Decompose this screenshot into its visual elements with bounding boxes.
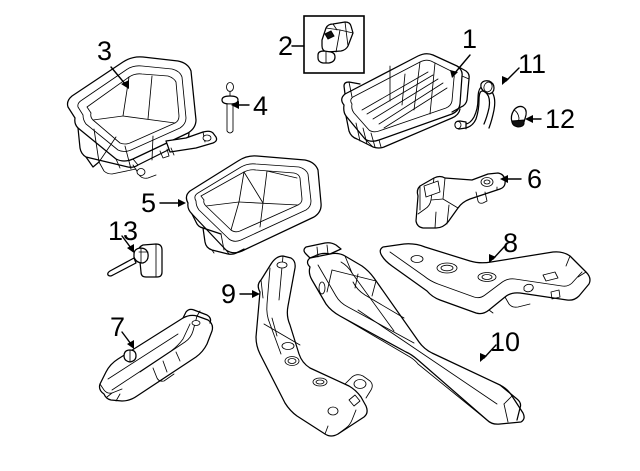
part-12-hose-grommet [510, 105, 527, 128]
part-label-1: 1 [462, 24, 478, 54]
part-label-2: 2 [278, 31, 294, 61]
part-5-vent-grille-cover [185, 155, 322, 255]
part-label-10: 10 [490, 327, 521, 357]
part-8-rear-floor-duct-panel [379, 243, 591, 315]
part-9-side-duct-extension [255, 255, 373, 437]
part-1-upper-vent-grille [341, 53, 470, 149]
part-6-duct-bracket [415, 172, 506, 229]
part-label-6: 6 [527, 164, 543, 194]
part-10-main-center-duct [303, 242, 525, 425]
part-11-drain-hose [454, 80, 496, 130]
part-label-11: 11 [518, 49, 547, 79]
part-13-vent-adjuster-clip [107, 243, 163, 278]
part-2-retainer-clip-set [303, 15, 365, 74]
part-7-front-floor-duct [98, 308, 214, 402]
part-3-console-vent-housing [66, 56, 218, 179]
part-label-5: 5 [141, 188, 157, 218]
part-label-3: 3 [97, 36, 113, 66]
part-label-4: 4 [253, 91, 269, 121]
part-label-12: 12 [545, 104, 576, 134]
part-4-push-pin-fastener [221, 82, 239, 134]
part-label-7: 7 [110, 312, 126, 342]
leader-lines [110, 45, 542, 362]
part-label-13: 13 [108, 216, 139, 246]
part-label-8: 8 [503, 228, 519, 258]
part-label-9: 9 [221, 279, 237, 309]
